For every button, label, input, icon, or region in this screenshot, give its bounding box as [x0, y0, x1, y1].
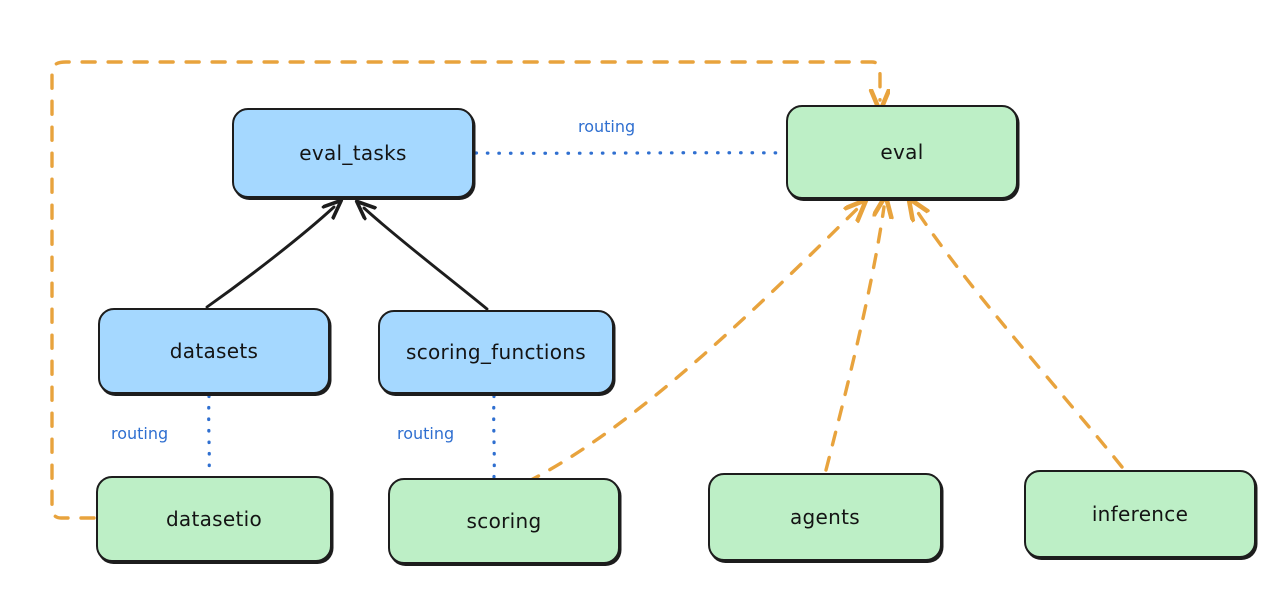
- edge-datasets-to-datasetio: [207, 394, 211, 476]
- edge-datasets-to-eval-tasks: [205, 207, 334, 309]
- node-datasets[interactable]: datasets: [98, 308, 330, 394]
- node-inference-label: inference: [1091, 502, 1189, 526]
- edge-scoring-to-eval: [525, 208, 858, 484]
- node-datasetio-label: datasetio: [165, 507, 263, 531]
- edge-label-routing-eval-tasks: routing: [578, 117, 636, 136]
- node-datasets-label: datasets: [169, 339, 259, 363]
- node-scoring-functions[interactable]: scoring_functions: [378, 310, 614, 394]
- node-eval[interactable]: eval: [786, 105, 1018, 199]
- edge-datasetio-to-eval: [50, 60, 880, 520]
- edge-scoring-functions-to-scoring: [492, 394, 496, 479]
- edge-eval-tasks-to-eval: [474, 151, 786, 155]
- node-eval-label: eval: [880, 140, 924, 164]
- node-agents[interactable]: agents: [708, 473, 942, 561]
- node-agents-label: agents: [790, 505, 860, 529]
- edge-scoring-functions-to-eval-tasks: [364, 208, 489, 311]
- node-scoring-label: scoring: [466, 509, 542, 533]
- edge-agents-to-eval: [824, 207, 884, 472]
- edge-label-routing-datasets: routing: [111, 424, 169, 443]
- node-eval-tasks-label: eval_tasks: [299, 141, 407, 165]
- edge-inference-to-eval: [915, 208, 1124, 469]
- node-inference[interactable]: inference: [1024, 470, 1256, 558]
- node-datasetio[interactable]: datasetio: [96, 476, 332, 562]
- node-scoring-functions-label: scoring_functions: [405, 340, 587, 364]
- node-eval-tasks[interactable]: eval_tasks: [232, 108, 474, 198]
- node-scoring[interactable]: scoring: [388, 478, 620, 564]
- edge-label-routing-scoring-functions: routing: [397, 424, 455, 443]
